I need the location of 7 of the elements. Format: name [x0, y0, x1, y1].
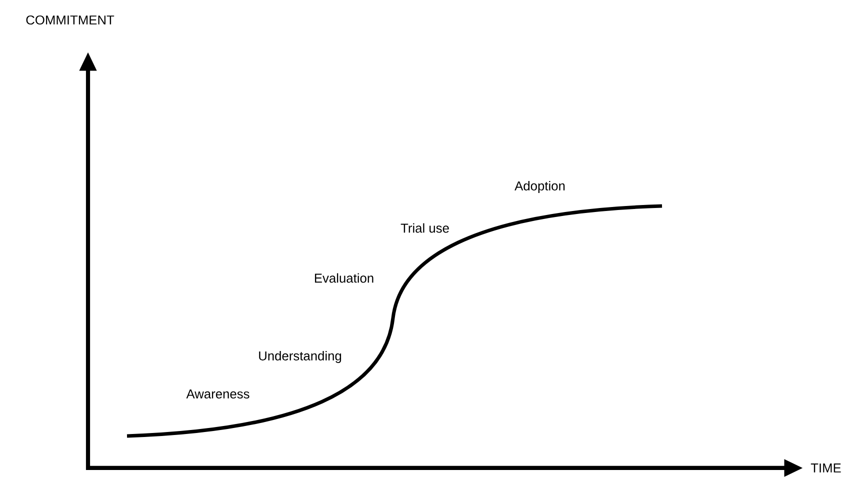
stage-label: Adoption [514, 181, 565, 193]
stage-label: Awareness [186, 390, 250, 398]
stage-label: Trial use [400, 223, 449, 233]
stage-label: Evaluation [314, 273, 374, 283]
stage-label: Understanding [259, 350, 342, 363]
axis-label: COMMITMENT [26, 15, 114, 25]
axis-label: TIME [810, 464, 841, 472]
